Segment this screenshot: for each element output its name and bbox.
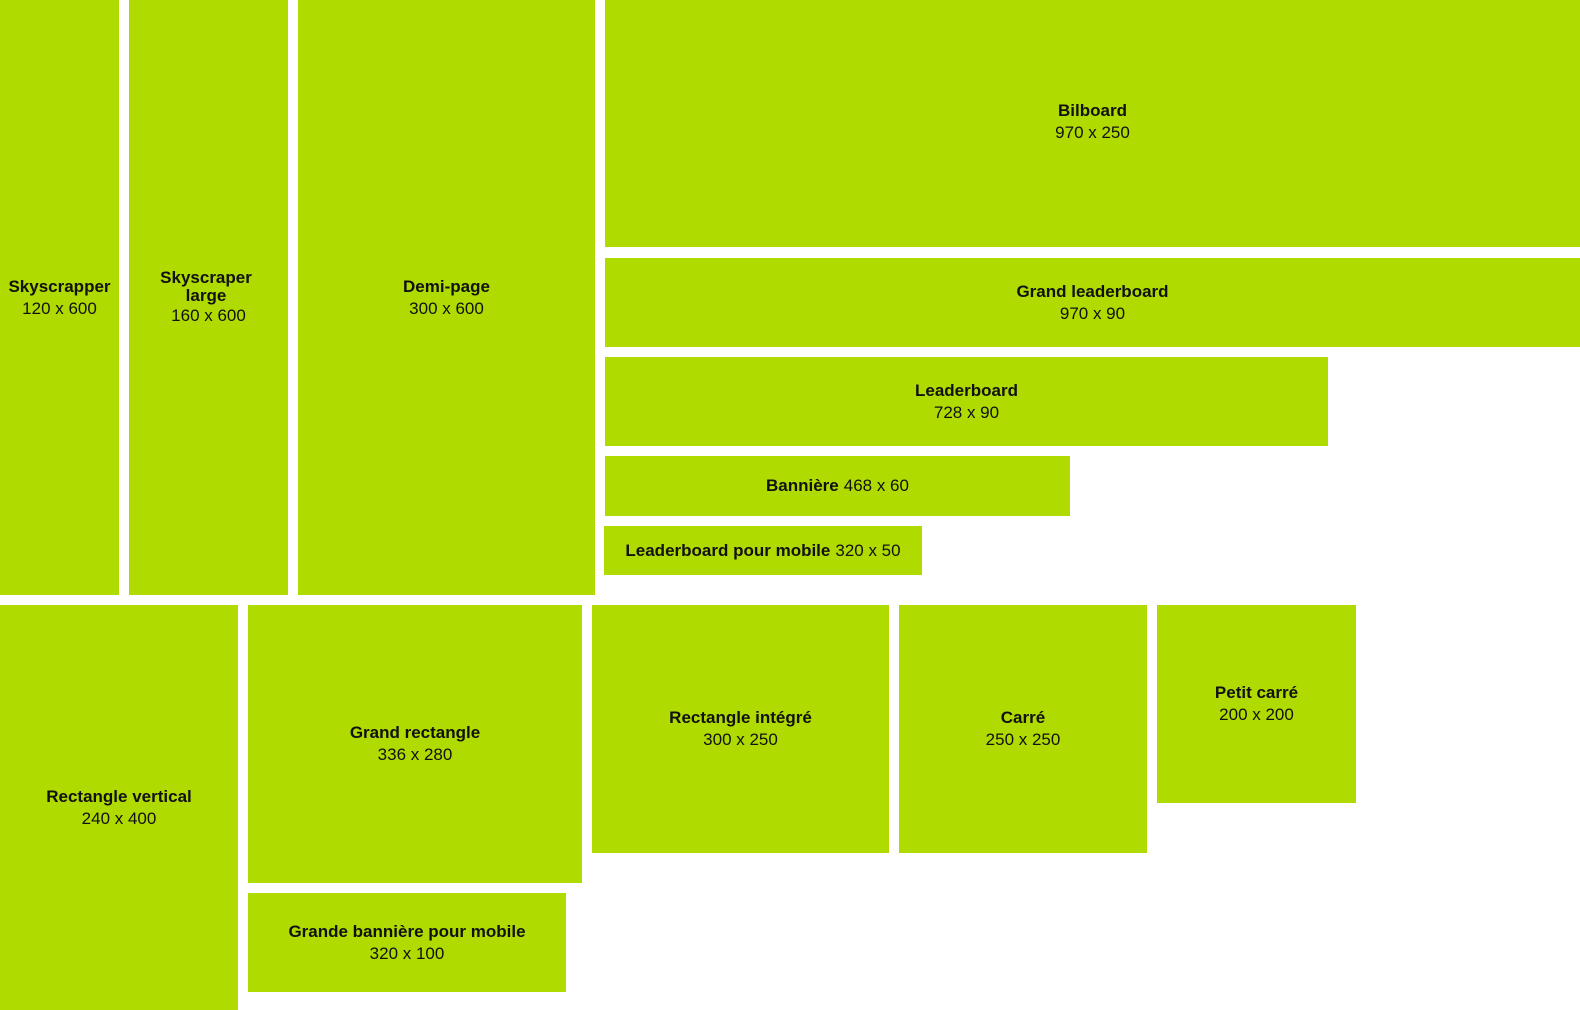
ad-format-skyscraper-large: Skyscraper large 160 x 600 bbox=[129, 0, 288, 595]
ad-format-leaderboard: Leaderboard 728 x 90 bbox=[605, 357, 1328, 446]
format-size: 468 x 60 bbox=[843, 476, 909, 495]
format-name: Grande bannière pour mobile bbox=[288, 921, 526, 941]
format-size: 300 x 250 bbox=[703, 730, 778, 749]
format-size: 320 x 50 bbox=[835, 540, 901, 560]
ad-format-grand-rectangle: Grand rectangle 336 x 280 bbox=[248, 605, 582, 883]
format-name: Bilboard bbox=[1058, 101, 1127, 120]
format-size: 200 x 200 bbox=[1219, 705, 1294, 724]
format-size: 970 x 90 bbox=[1059, 303, 1126, 323]
format-name: Rectangle intégré bbox=[669, 708, 812, 727]
format-size: 320 x 100 bbox=[369, 943, 445, 963]
ad-format-leaderboard-mobile: Leaderboard pour mobile 320 x 50 bbox=[604, 526, 922, 575]
format-name: Demi-page bbox=[403, 276, 490, 296]
format-size: 160 x 600 bbox=[171, 305, 246, 325]
ad-format-carre: Carré 250 x 250 bbox=[899, 605, 1147, 853]
format-size: 300 x 600 bbox=[409, 298, 484, 318]
format-name: Grand leaderboard bbox=[1016, 281, 1169, 301]
format-size: 120 x 600 bbox=[22, 298, 97, 318]
format-name: Skyscrapper bbox=[8, 276, 111, 296]
format-name: Carré bbox=[1000, 708, 1046, 727]
format-name-line2: large bbox=[185, 285, 227, 305]
ad-format-rectangle-integre: Rectangle intégré 300 x 250 bbox=[592, 605, 889, 853]
ad-format-rectangle-vertical: Rectangle vertical 240 x 400 bbox=[0, 605, 238, 1010]
format-name: Rectangle vertical bbox=[46, 786, 192, 806]
format-name: Leaderboard pour mobile bbox=[625, 540, 831, 560]
ad-format-petit-carre: Petit carré 200 x 200 bbox=[1157, 605, 1356, 803]
format-name: Leaderboard bbox=[915, 380, 1018, 400]
format-size: 970 x 250 bbox=[1055, 123, 1130, 142]
ad-format-skyscrapper: Skyscrapper 120 x 600 bbox=[0, 0, 119, 595]
ad-format-grand-leaderboard: Grand leaderboard 970 x 90 bbox=[605, 258, 1580, 347]
format-name: Grand rectangle bbox=[349, 723, 481, 742]
ad-format-demi-page: Demi-page 300 x 600 bbox=[298, 0, 595, 595]
format-size: 250 x 250 bbox=[985, 730, 1061, 749]
ad-format-grande-banniere-mobile: Grande bannière pour mobile 320 x 100 bbox=[248, 893, 566, 992]
format-name-line1: Skyscraper bbox=[160, 267, 252, 287]
ad-format-bilboard: Bilboard 970 x 250 bbox=[605, 0, 1580, 247]
format-size: 240 x 400 bbox=[81, 808, 157, 828]
format-size: 728 x 90 bbox=[933, 402, 1000, 422]
format-name: Bannière bbox=[766, 476, 839, 495]
format-name: Petit carré bbox=[1214, 683, 1299, 702]
format-size: 336 x 280 bbox=[377, 745, 453, 764]
ad-format-banniere: Bannière 468 x 60 bbox=[605, 456, 1070, 516]
